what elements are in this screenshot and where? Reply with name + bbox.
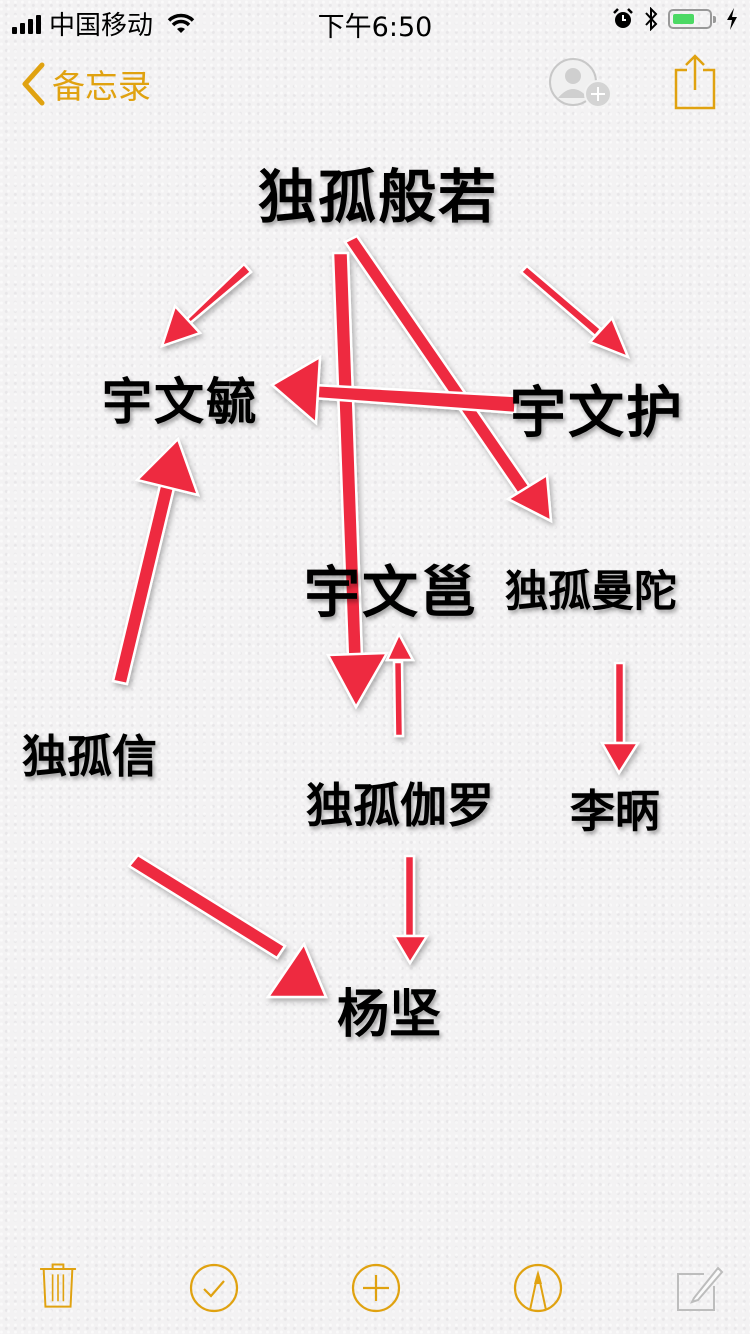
pen-tip-circle-icon[interactable]	[512, 1262, 564, 1314]
name-dugu-qieluo: 独孤伽罗	[306, 779, 494, 834]
signal-icon	[12, 14, 41, 34]
name-dugu-mantuo: 独孤曼陀	[505, 567, 677, 617]
battery-icon	[668, 9, 716, 29]
add-person-icon[interactable]	[548, 56, 616, 112]
arrow-yuwenhu-to-yuwenyu	[269, 354, 518, 426]
arrow-qieluo-to-yuwenyong	[385, 631, 416, 738]
bottom-toolbar	[0, 1250, 750, 1334]
back-label: 备忘录	[52, 67, 151, 106]
arrow-duguxin-to-yangjian	[127, 853, 328, 999]
name-yang-jian: 杨坚	[337, 985, 442, 1045]
name-yuwen-hu: 宇文护	[510, 381, 684, 446]
back-button[interactable]: 备忘录	[20, 60, 151, 108]
nav-bar: 备忘录	[0, 50, 750, 120]
alarm-icon	[613, 8, 633, 28]
status-bar: 中国移动 下午6:50	[0, 0, 750, 43]
name-dugu-banruo: 独孤般若	[258, 163, 499, 231]
name-dugu-xin: 独孤信	[22, 730, 158, 783]
trash-icon[interactable]	[32, 1260, 84, 1312]
arrow-qieluo-to-yangjian	[391, 854, 430, 966]
wifi-icon	[167, 13, 195, 33]
arrow-mantuo-to-libing	[599, 661, 641, 776]
charging-bolt-icon	[727, 8, 737, 30]
arrow-banruo-to-yuwenhu	[519, 264, 631, 360]
arrow-banruo-to-qieluo	[325, 251, 390, 710]
compose-icon[interactable]	[674, 1262, 726, 1314]
name-yuwen-yong: 宇文邕	[304, 561, 478, 626]
name-yuwen-yu: 宇文毓	[102, 373, 258, 431]
plus-circle-icon[interactable]	[350, 1262, 402, 1314]
clock: 下午6:50	[317, 12, 433, 43]
chevron-left-icon	[22, 62, 45, 106]
arrow-duguxin-to-yuwenyu	[111, 436, 200, 686]
share-icon[interactable]	[672, 52, 718, 112]
carrier-label: 中国移动	[49, 11, 154, 41]
arrow-banruo-to-yuwenyu	[160, 262, 253, 348]
name-li-bing: 李昞	[570, 785, 661, 838]
checkmark-circle-icon[interactable]	[188, 1262, 240, 1314]
bluetooth-icon	[645, 7, 658, 31]
